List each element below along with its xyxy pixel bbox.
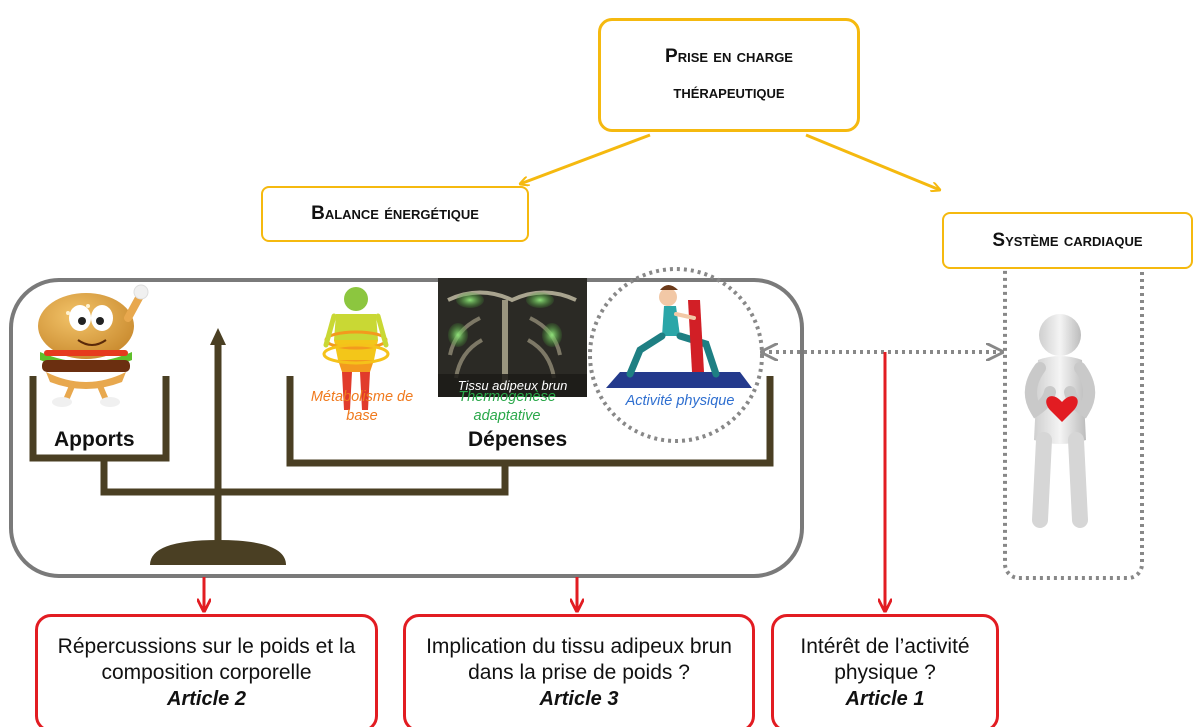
energy-balance-frame xyxy=(9,278,804,578)
outcome-box-article1: Intérêt de l’activité physique ? Article… xyxy=(771,614,999,727)
arrow-to-cardiac xyxy=(805,133,940,190)
top-title-line1: Prise en charge xyxy=(665,46,793,67)
activity-dotted-circle xyxy=(588,267,764,443)
outcome-article: Article 1 xyxy=(845,688,925,710)
balance-title-box: Balance énergétique xyxy=(261,186,529,242)
arrow-to-balance xyxy=(520,133,651,184)
tissu-caption: Tissu adipeux brun xyxy=(457,378,568,393)
depenses-label: Dépenses xyxy=(468,428,568,451)
outcome-text: Implication du tissu adipeux brun dans l… xyxy=(426,635,732,684)
brown-fat-xray-image xyxy=(438,278,587,397)
outcome-box-article3: Implication du tissu adipeux brun dans l… xyxy=(403,614,755,727)
thermogenese-label: Thermogenèse adaptative xyxy=(458,389,556,424)
balance-title: Balance énergétique xyxy=(311,203,479,224)
scale-structure xyxy=(29,340,774,545)
activite-label: Activité physique xyxy=(625,393,735,409)
top-title-line2: thérapeutique xyxy=(673,82,785,103)
cardiac-title: Système cardiaque xyxy=(992,229,1143,251)
outcome-text: Répercussions sur le poids et la composi… xyxy=(57,635,356,684)
metabolisme-label: Métabolisme de base xyxy=(310,389,414,424)
outcome-article: Article 3 xyxy=(539,688,619,710)
scale-base xyxy=(150,540,286,565)
apports-label: Apports xyxy=(54,428,135,451)
top-therapeutic-box: Prise en charge thérapeutique xyxy=(598,18,860,132)
scale-pointer xyxy=(210,328,226,345)
outcome-box-article2: Répercussions sur le poids et la composi… xyxy=(35,614,378,727)
heart-figure-icon xyxy=(1024,314,1096,528)
body-metabolism-icon xyxy=(322,287,390,410)
burger-icon xyxy=(38,284,149,407)
outcome-article: Article 2 xyxy=(167,688,246,710)
outcome-text: Intérêt de l’activité physique ? xyxy=(800,635,970,684)
yoga-woman-icon xyxy=(606,285,752,388)
cardiac-title-box: Système cardiaque xyxy=(942,212,1193,269)
